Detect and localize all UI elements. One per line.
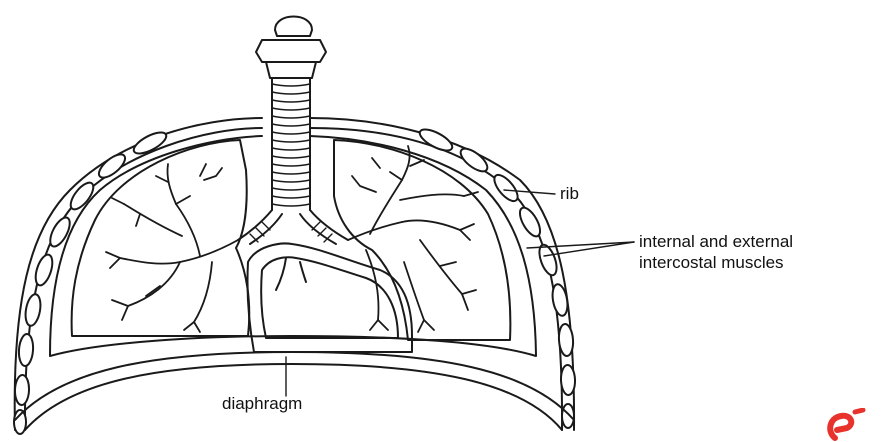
chest-wall — [15, 118, 574, 430]
bronchial-tree-left — [106, 164, 238, 332]
larynx — [256, 17, 326, 79]
label-intercostal-line-2: intercostal muscles — [639, 253, 784, 273]
label-rib: rib — [560, 184, 579, 204]
trachea — [238, 78, 348, 244]
diaphragm-shape — [15, 336, 574, 430]
left-lung — [72, 140, 250, 336]
bronchial-tree-right — [348, 146, 478, 332]
label-diaphragm: diaphragm — [222, 394, 302, 414]
partial-logo-icon — [825, 408, 867, 442]
label-intercostal-line-1: internal and external — [639, 232, 793, 252]
